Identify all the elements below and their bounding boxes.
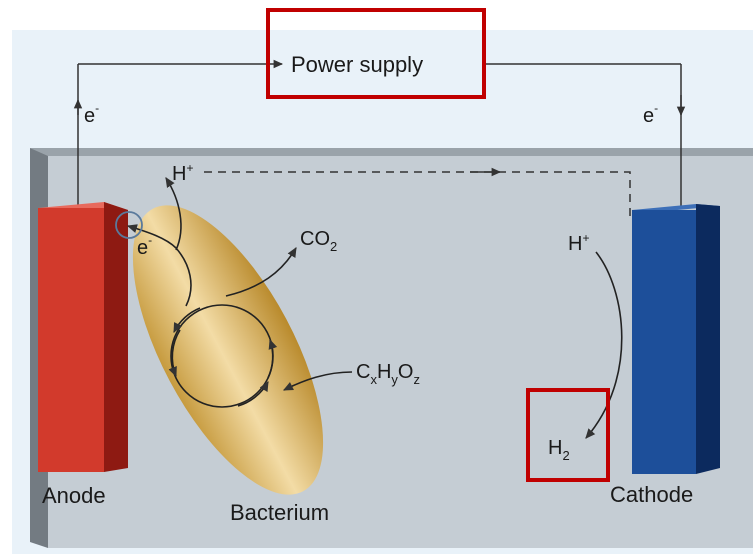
power-supply-highlight-box [266,8,486,99]
electron-label-right: e- [643,101,658,127]
hydrogen-label: H2 [548,437,570,463]
cathode-label: Cathode [610,482,693,507]
svg-text:CO2: CO2 [300,228,337,254]
svg-text:e-: e- [84,101,99,127]
svg-text:e-: e- [643,101,658,127]
svg-text:CxHyOz: CxHyOz [356,361,420,387]
bacterium-label: Bacterium [230,500,329,525]
anode-label: Anode [42,483,106,508]
bacterium-cell [132,205,324,495]
svg-text:H2: H2 [548,437,570,463]
electron-label-bacterium: e- [137,233,152,259]
electron-label-left: e- [84,101,99,127]
anode-electrode [38,202,128,472]
cathode-electrode [632,204,720,474]
proton-migration-path [204,167,631,218]
electron-transfer-site [115,211,143,239]
svg-text:e-: e- [137,233,152,259]
svg-text:H+: H+ [568,231,589,255]
substrate-formula-label: CxHyOz [356,361,420,387]
svg-text:H+: H+ [172,161,193,185]
proton-label-top: H+ [172,161,193,185]
co2-label: CO2 [300,228,337,254]
circuit-wires [73,59,686,208]
metabolic-cycle [126,177,623,439]
hydrogen-highlight-box [526,388,610,482]
proton-label-cathode: H+ [568,231,589,255]
power-supply-label: Power supply [291,52,423,77]
